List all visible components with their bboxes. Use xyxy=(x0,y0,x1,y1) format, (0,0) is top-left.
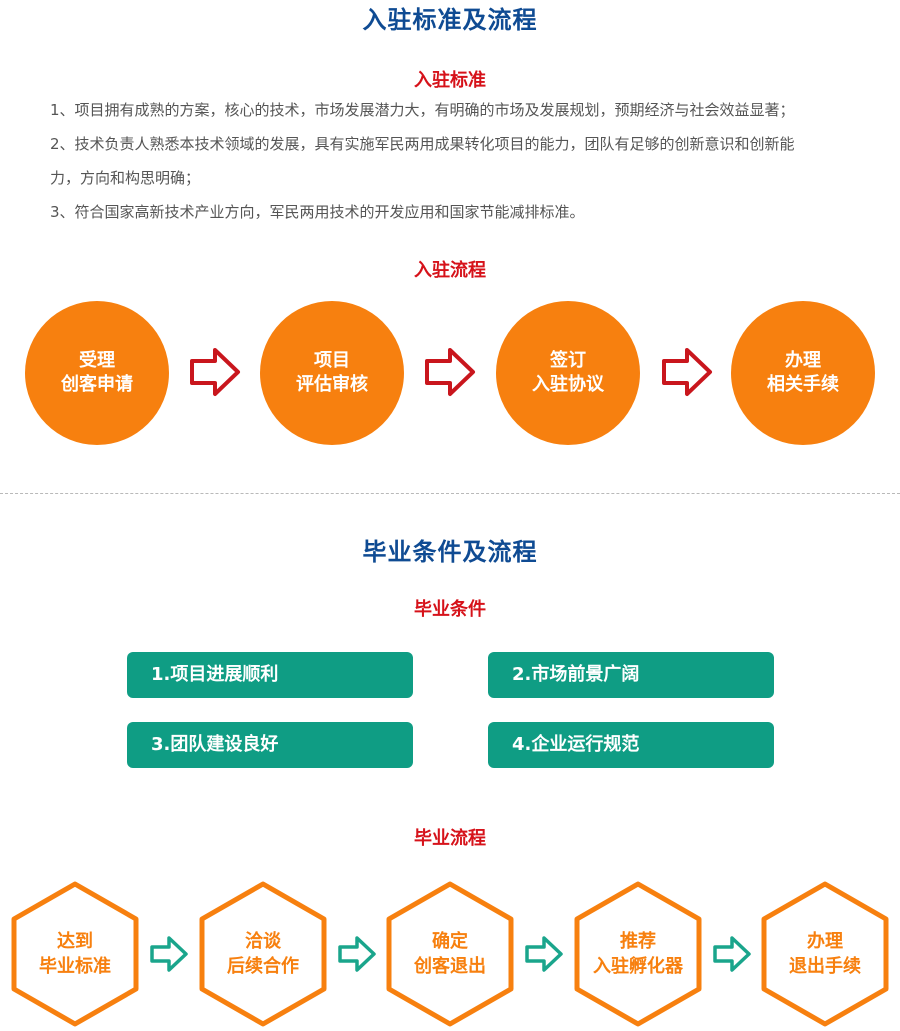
graduate-step-2: 洽谈 后续合作 xyxy=(197,880,329,1028)
hexagon-frame-icon xyxy=(386,881,514,1027)
graduate-step-3-line2: 创客退出 xyxy=(414,956,486,977)
settle-step-4-line1: 办理 xyxy=(785,350,821,371)
settle-standard-heading: 入驻标准 xyxy=(414,70,486,91)
settle-step-1: 受理 创客申请 xyxy=(25,301,169,445)
graduate-section-title: 毕业条件及流程 xyxy=(362,538,538,566)
settle-step-3-line1: 签订 xyxy=(550,350,586,371)
graduate-process-heading: 毕业流程 xyxy=(414,828,486,849)
graduate-step-3: 确定 创客退出 xyxy=(384,880,516,1028)
arrow-right-icon xyxy=(190,348,240,396)
condition-item-4: 4.企业运行规范 xyxy=(488,722,774,768)
graduate-step-4-line1: 推荐 xyxy=(620,931,656,952)
standard-line-1: 1、项目拥有成熟的方案，核心的技术，市场发展潜力大，有明确的市场及发展规划，预期… xyxy=(50,101,795,119)
settle-section-title: 入驻标准及流程 xyxy=(362,6,538,34)
condition-item-2: 2.市场前景广阔 xyxy=(488,652,774,698)
hexagon-frame-icon xyxy=(199,881,327,1027)
standard-line-2: 2、技术负责人熟悉本技术领域的发展，具有实施军民两用成果转化项目的能力，团队有足… xyxy=(50,135,795,153)
graduate-step-5-line2: 退出手续 xyxy=(789,956,861,977)
settle-step-4: 办理 相关手续 xyxy=(731,301,875,445)
graduate-step-4: 推荐 入驻孵化器 xyxy=(572,880,704,1028)
standard-line-3: 力，方向和构思明确； xyxy=(50,169,201,187)
graduate-step-5-line1: 办理 xyxy=(807,931,843,952)
arrow-right-icon xyxy=(525,936,563,972)
settle-step-1-line1: 受理 xyxy=(79,350,115,371)
settle-step-2-line1: 项目 xyxy=(314,350,350,371)
graduate-step-1-line1: 达到 xyxy=(57,931,93,952)
arrow-right-icon xyxy=(425,348,475,396)
settle-step-2: 项目 评估审核 xyxy=(260,301,404,445)
graduate-step-2-line2: 后续合作 xyxy=(227,956,299,977)
settle-step-1-line2: 创客申请 xyxy=(61,374,133,395)
arrow-right-icon xyxy=(713,936,751,972)
standard-line-4: 3、符合国家高新技术产业方向，军民两用技术的开发应用和国家节能减排标准。 xyxy=(50,203,585,221)
settle-step-3-line2: 入驻协议 xyxy=(532,374,604,395)
graduate-step-4-line2: 入驻孵化器 xyxy=(593,956,683,977)
hexagon-frame-icon xyxy=(761,881,889,1027)
condition-item-1: 1.项目进展顺利 xyxy=(127,652,413,698)
arrow-right-icon xyxy=(150,936,188,972)
graduate-step-5: 办理 退出手续 xyxy=(759,880,891,1028)
arrow-right-icon xyxy=(662,348,712,396)
settle-process-heading: 入驻流程 xyxy=(414,260,486,281)
hexagon-frame-icon xyxy=(11,881,139,1027)
graduate-step-1-line2: 毕业标准 xyxy=(39,956,111,977)
condition-item-3: 3.团队建设良好 xyxy=(127,722,413,768)
settle-step-4-line2: 相关手续 xyxy=(767,374,839,395)
graduate-conditions-heading: 毕业条件 xyxy=(414,599,486,620)
arrow-right-icon xyxy=(338,936,376,972)
settle-step-2-line2: 评估审核 xyxy=(296,374,368,395)
graduate-step-2-line1: 洽谈 xyxy=(245,931,281,952)
settle-step-3: 签订 入驻协议 xyxy=(496,301,640,445)
graduate-step-3-line1: 确定 xyxy=(432,931,468,952)
graduate-step-1: 达到 毕业标准 xyxy=(9,880,141,1028)
section-divider xyxy=(0,493,900,494)
hexagon-frame-icon xyxy=(574,881,702,1027)
